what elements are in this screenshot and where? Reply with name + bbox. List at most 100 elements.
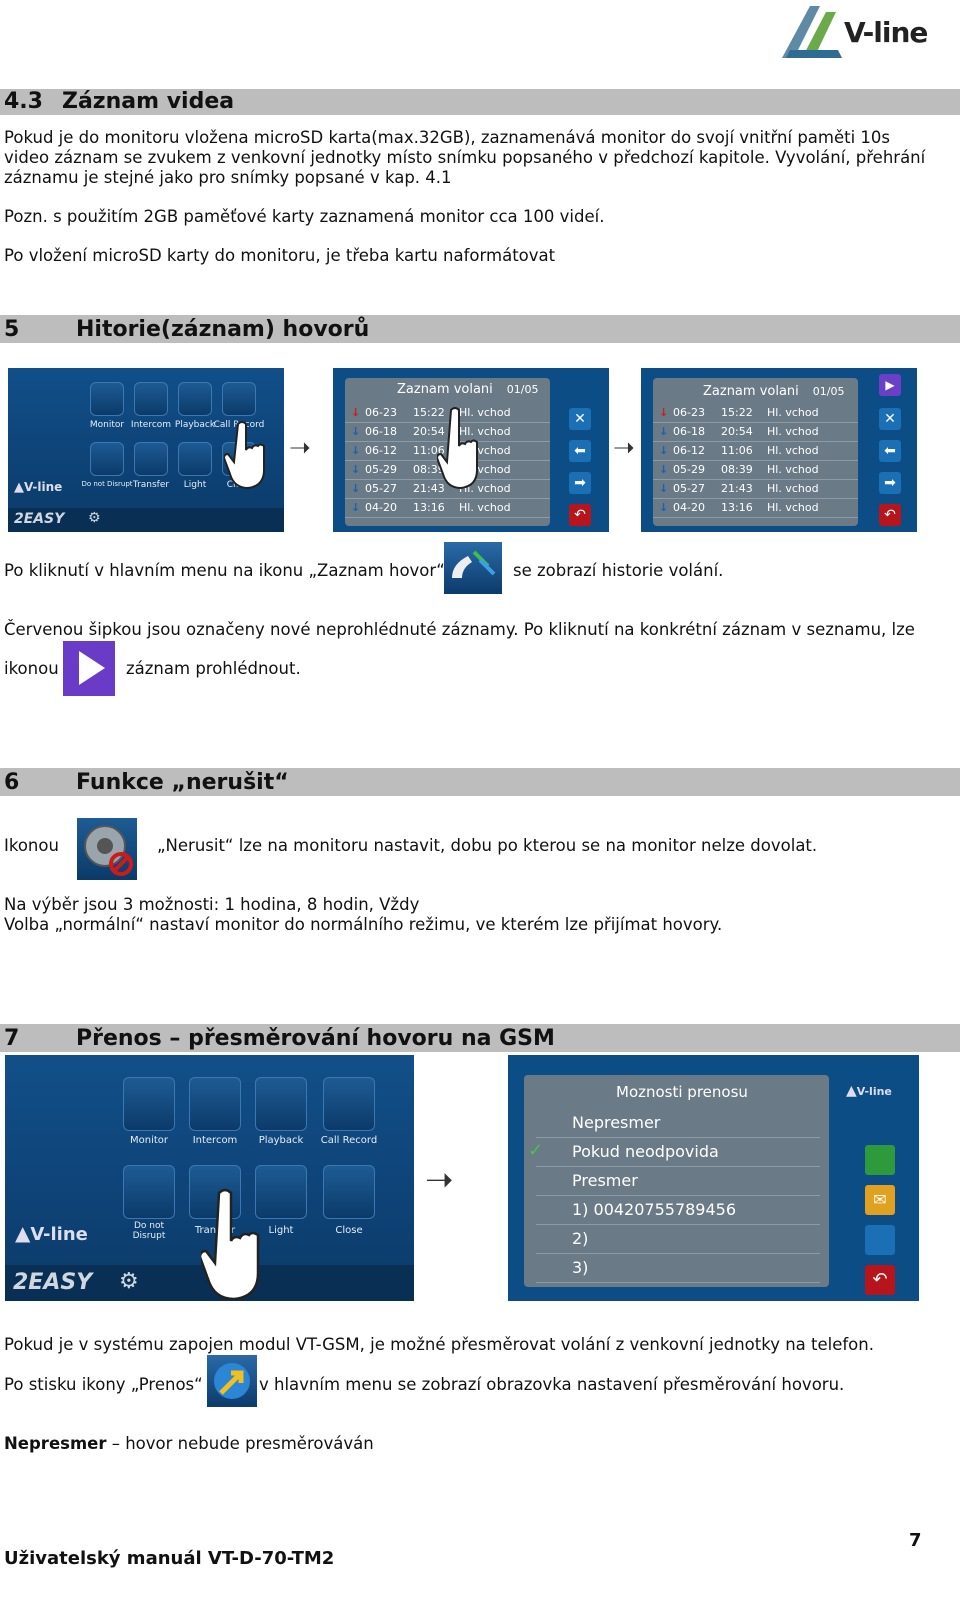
menu-label: Playback [174, 420, 216, 430]
term-nepresmer: Nepresmer [4, 1434, 107, 1453]
section-header-6: 6 Funkce „nerušit“ [0, 768, 960, 796]
option-label: 2) [572, 1229, 589, 1248]
call-record-icon [222, 382, 256, 416]
record-date: 06-12 [365, 444, 397, 457]
transfer-options-screenshot: Moznosti prenosu Nepresmer ✓Pokud neodpov… [508, 1055, 919, 1301]
menu-label: Intercom [192, 1135, 238, 1146]
do-not-disturb-icon [77, 818, 137, 880]
note-paragraph: Pozn. s použitím 2GB paměťové karty zazn… [4, 207, 605, 226]
section-number: 4.3 [4, 89, 43, 114]
delete-all-icon: ✕ [879, 408, 901, 430]
screen-logo: ▲V-line [846, 1083, 892, 1099]
menu-label: Light [183, 480, 207, 490]
paragraph: záznamu je stejné jako pro snímky popsan… [4, 168, 452, 187]
screen-logo-text: V-line [30, 1224, 88, 1245]
brand-text: 2EASY [13, 1270, 93, 1295]
section-title: Přenos – přesměrování hovoru na GSM [76, 1026, 555, 1051]
paragraph: video záznam se zvukem z venkovní jednot… [4, 148, 926, 167]
arrow-right-icon: ➡ [879, 472, 901, 494]
record-time: 08:39 [721, 463, 753, 476]
record-source: Hl. vchod [459, 425, 511, 438]
new-record-arrow-icon: ↓ [351, 406, 361, 419]
paragraph: „Nerusit“ lze na monitoru nastavit, dobu… [157, 836, 818, 855]
paragraph: Červenou šipkou jsou označeny nové nepro… [4, 620, 915, 639]
transfer-options-list: Moznosti prenosu Nepresmer ✓Pokud neodpov… [524, 1075, 829, 1287]
menu-label: Close [335, 1225, 363, 1236]
new-record-arrow-icon: ↓ [659, 444, 669, 457]
record-date: 06-23 [365, 406, 397, 419]
menu-label: Transfer [194, 1225, 236, 1236]
menu-label: Do not Disrupt [132, 1221, 166, 1241]
email-icon: ✉ [865, 1185, 895, 1215]
transfer-option[interactable]: 3) [536, 1254, 820, 1283]
logo-text: V-line [844, 16, 928, 49]
playback-icon [255, 1077, 307, 1131]
screen-logo: ▲V-line [14, 480, 63, 495]
record-source: Hl. vchod [767, 501, 819, 514]
main-menu-screenshot: Monitor Intercom Playback Call Record Do… [8, 368, 284, 532]
transfer-icon [134, 442, 168, 476]
record-time: 21:43 [413, 482, 445, 495]
brand-logo: V-line [780, 2, 930, 62]
arrow-left-icon: ⬅ [879, 440, 901, 462]
option-label: Nepresmer [572, 1113, 661, 1132]
record-time: 15:22 [413, 406, 445, 419]
section-title: Hitorie(záznam) hovorů [76, 317, 370, 342]
paragraph: se zobrazí historie volání. [513, 561, 724, 580]
back-icon: ↶ [879, 504, 901, 526]
light-icon [178, 442, 212, 476]
record-date: 05-27 [673, 482, 705, 495]
transfer-option[interactable]: Nepresmer [536, 1109, 820, 1138]
gear-icon: ⚙ [88, 510, 101, 526]
transfer-option[interactable]: 1) 00420755789456 [536, 1196, 820, 1225]
transfer-option[interactable]: 2) [536, 1225, 820, 1254]
record-source: Hl. vchod [459, 482, 511, 495]
menu-label: Light [268, 1225, 294, 1236]
main-menu-screenshot: Monitor Intercom Playback Call Record Do… [5, 1055, 414, 1301]
record-source: Hl. vchod [767, 406, 819, 419]
transfer-option[interactable]: ✓Pokud neodpovida [528, 1138, 820, 1167]
arrow-right-icon: ➝ [613, 433, 635, 463]
record-time: 11:06 [413, 444, 445, 457]
call-record-icon [323, 1077, 375, 1131]
screen-logo-text: V-line [24, 480, 63, 494]
record-date: 05-27 [365, 482, 397, 495]
record-source: Hl. vchod [767, 463, 819, 476]
options-title: Moznosti prenosu [616, 1083, 748, 1101]
record-time: 13:16 [721, 501, 753, 514]
section-number: 6 [4, 770, 20, 795]
screen-logo: ▲V-line [15, 1221, 88, 1245]
bottom-bar: 2EASY ⚙ [8, 508, 284, 532]
section-header-5: 5 Hitorie(záznam) hovorů [0, 315, 960, 343]
section-number: 5 [4, 317, 20, 342]
transfer-icon [207, 1355, 257, 1407]
playback-icon [178, 382, 212, 416]
record-time: 13:16 [413, 501, 445, 514]
gear-icon: ⚙ [119, 1269, 139, 1294]
hand-pointer-icon [437, 407, 478, 490]
menu-label: Playback [258, 1135, 304, 1146]
play-icon: ▶ [879, 374, 901, 396]
section-header-4-3: 4.3 Záznam videa [0, 89, 960, 115]
transfer-option[interactable]: Presmer [536, 1167, 820, 1196]
option-label: Pokud neodpovida [572, 1142, 719, 1161]
paragraph: Volba „normální“ nastaví monitor do norm… [4, 915, 723, 934]
record-date: 06-23 [673, 406, 705, 419]
intercom-icon [189, 1077, 241, 1131]
record-date: 04-20 [365, 501, 397, 514]
term-description: – hovor nebude presměrováván [106, 1434, 374, 1453]
new-record-arrow-icon: ↓ [659, 482, 669, 495]
